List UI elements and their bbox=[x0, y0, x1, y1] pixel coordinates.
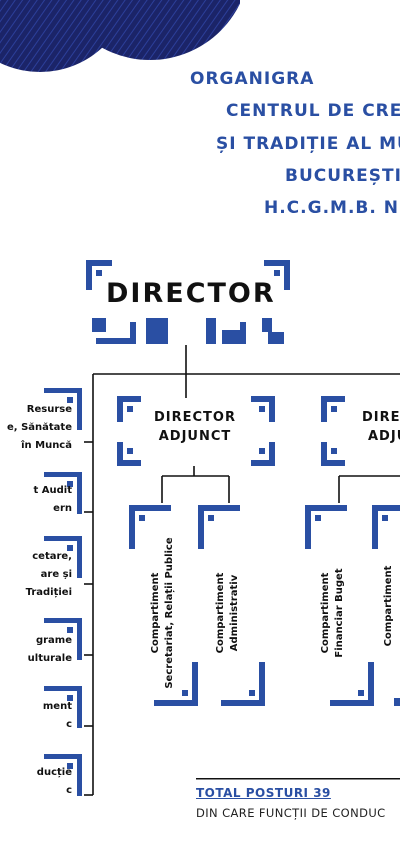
left-department-3-line2: are și bbox=[40, 569, 72, 580]
left-department-1-line1: Resurse bbox=[26, 404, 72, 415]
left-department-2-line1: t Audit bbox=[33, 485, 73, 496]
deputy-2-label: DIREC ADJU bbox=[362, 408, 400, 446]
title-line-3: ȘI TRADIȚIE AL MU bbox=[216, 134, 400, 154]
footer-rule bbox=[196, 778, 400, 780]
deputy-1-line2: ADJUNCT bbox=[158, 429, 232, 444]
decorative-circle-right bbox=[58, 0, 240, 60]
title-line-2: CENTRUL DE CREA bbox=[226, 101, 400, 121]
left-department-1: Resurse e, Sănătate în Muncă bbox=[0, 401, 72, 455]
left-department-5: ment c bbox=[0, 698, 72, 734]
left-department-4-line2: ulturale bbox=[27, 653, 72, 664]
deputy-1-line1: DIRECTOR bbox=[154, 410, 236, 425]
left-department-2: t Audit ern bbox=[0, 482, 73, 518]
compartment-2-label: Compartiment Administrativ bbox=[214, 513, 246, 713]
left-department-6-line1: ducție bbox=[36, 767, 72, 778]
compartment-3-line2: Financiar Buget bbox=[334, 568, 345, 658]
title-line-4: BUCUREȘTI bbox=[285, 166, 400, 186]
title-line-5: H.C.G.M.B. NR bbox=[264, 198, 400, 218]
compartment-1-line2: Secretariat, Relații Publice bbox=[164, 537, 175, 689]
leadership-functions-label: DIN CARE FUNCȚII DE CONDUC bbox=[196, 806, 386, 820]
deputy-1-frame bbox=[117, 396, 275, 466]
left-department-1-line2: e, Sănătate bbox=[7, 422, 72, 433]
compartment-3-line1: Compartiment bbox=[320, 572, 331, 654]
left-department-2-line2: ern bbox=[53, 503, 72, 514]
left-department-marks bbox=[44, 388, 82, 796]
left-department-6-line2: c bbox=[66, 785, 72, 796]
deputy-1-label: DIRECTOR ADJUNCT bbox=[140, 408, 250, 446]
left-department-4: grame ulturale bbox=[0, 632, 72, 668]
compartment-2-line1: Compartiment bbox=[215, 572, 226, 654]
director-frame bbox=[86, 260, 290, 344]
left-department-6: ducție c bbox=[0, 764, 72, 800]
compartment-2-line2: Administrativ bbox=[229, 574, 240, 652]
left-department-3-line3: Tradiției bbox=[25, 587, 72, 598]
deputy-2-line2: ADJU bbox=[368, 429, 400, 444]
deputy-2-frame bbox=[321, 396, 345, 466]
compartment-1-label: Compartiment Secretariat, Relații Public… bbox=[149, 513, 181, 713]
compartment-3-label: Compartiment Financiar Buget bbox=[319, 513, 351, 713]
compartment-4-line1: Compartiment bbox=[383, 565, 394, 647]
left-department-3-line1: cetare, bbox=[32, 551, 72, 562]
compartment-4-label: Compartiment bbox=[382, 516, 400, 696]
compartment-1-line1: Compartiment bbox=[150, 572, 161, 654]
left-department-1-line3: în Muncă bbox=[21, 440, 72, 451]
left-department-5-line2: c bbox=[66, 719, 72, 730]
left-department-5-line1: ment bbox=[42, 701, 72, 712]
title-line-1: ORGANIGRA bbox=[190, 69, 315, 89]
left-department-4-line1: grame bbox=[35, 635, 72, 646]
total-posts-label: TOTAL POSTURI 39 bbox=[196, 786, 331, 800]
decorative-circles bbox=[0, 0, 240, 72]
director-label: DIRECTOR bbox=[106, 278, 276, 309]
left-department-3: cetare, are și Tradiției bbox=[0, 548, 72, 602]
deputy-2-line1: DIREC bbox=[362, 410, 400, 425]
